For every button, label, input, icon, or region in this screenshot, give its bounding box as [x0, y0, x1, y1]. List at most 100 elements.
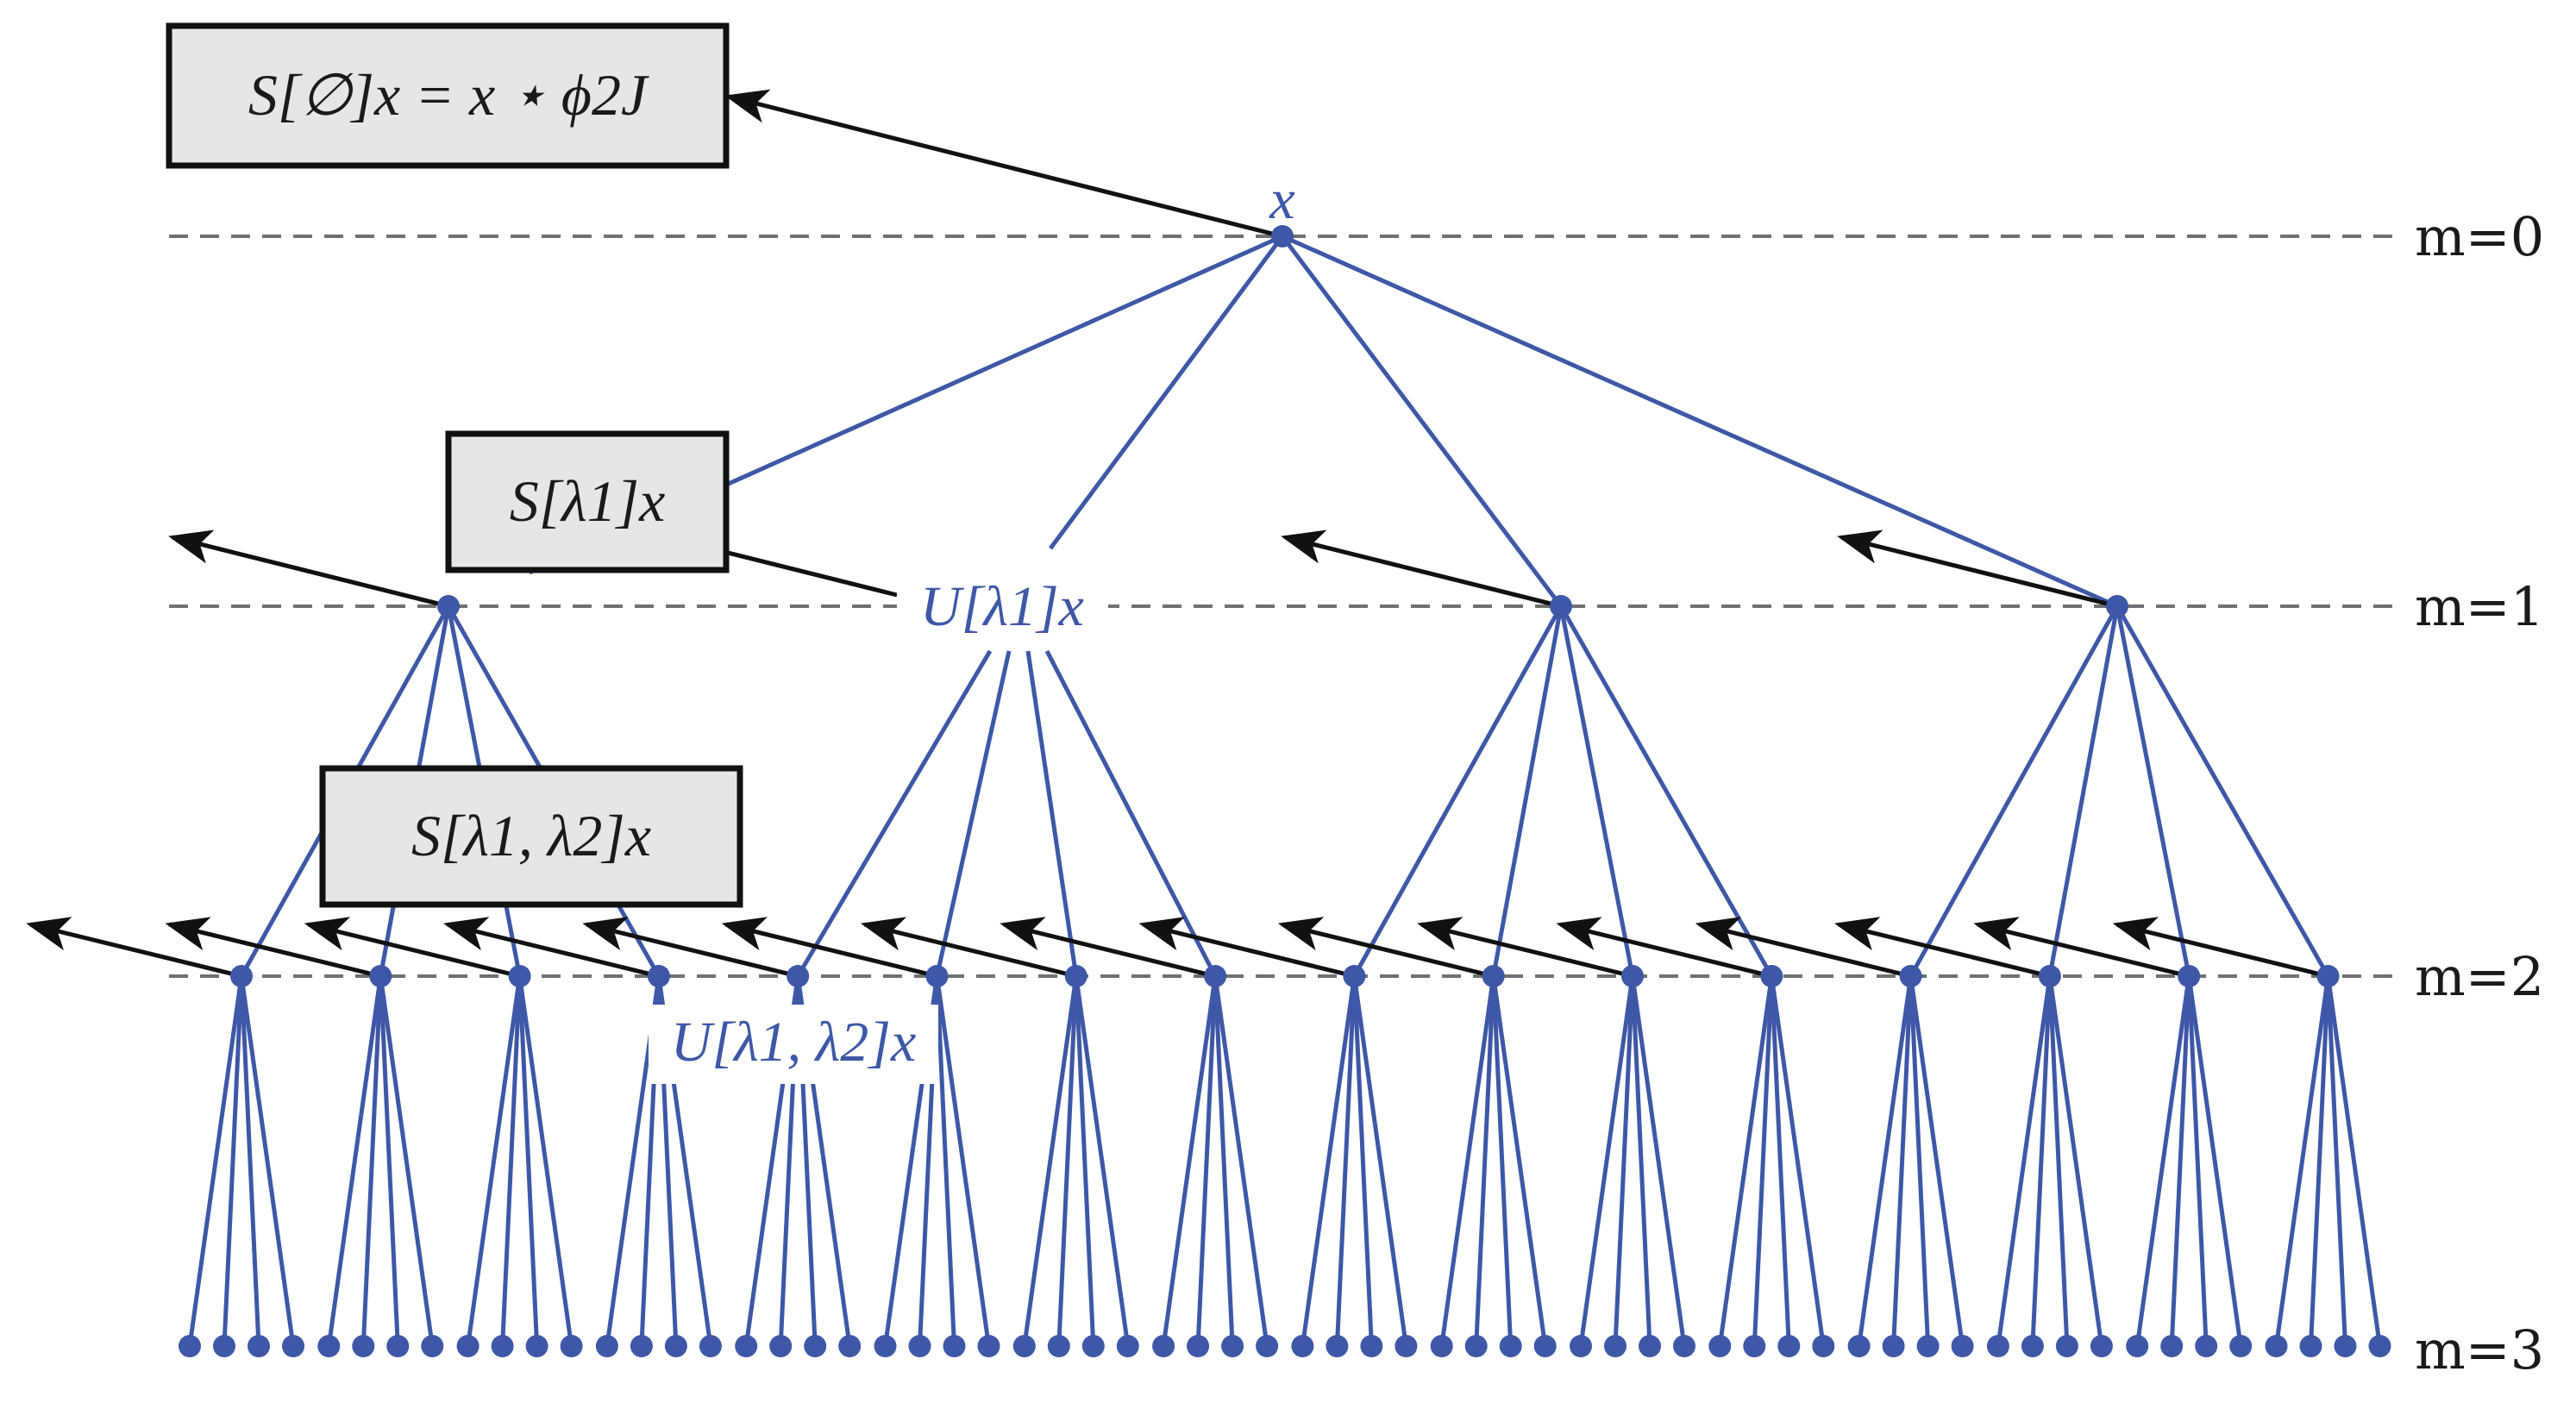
- edge-l2-l3-9-2: [1491, 975, 1514, 1347]
- node-l3-8: [456, 1335, 479, 1357]
- edge-l2-l3-7-3: [1213, 975, 1269, 1347]
- node-l3-31: [1256, 1335, 1279, 1357]
- node-l3-20: [874, 1335, 897, 1357]
- label-u1: U[λ1]x: [920, 575, 1084, 638]
- node-l3-55: [2090, 1335, 2113, 1357]
- edge-l2-l3-0-0: [187, 975, 244, 1347]
- level-labels: m=0 m=1 m=2 m=3: [2415, 205, 2544, 1381]
- edge-l2-l3-2-2: [517, 975, 540, 1347]
- edge-l1-l2-2-1: [1491, 605, 1564, 977]
- edge-l2-l3-13-2: [2047, 975, 2070, 1347]
- node-l3-7: [421, 1335, 444, 1357]
- arrow-l2-13: [1834, 917, 2051, 979]
- edge-l2-l3-9-0: [1439, 975, 1496, 1347]
- edge-l2-l3-1-3: [378, 975, 435, 1347]
- edge-l1-l2-2-2: [1558, 605, 1635, 977]
- node-l3-37: [1464, 1335, 1488, 1357]
- node-l3-5: [352, 1335, 375, 1357]
- node-l2-1: [369, 965, 392, 987]
- edge-l2-l3-0-2: [239, 975, 261, 1347]
- node-l2-4: [787, 965, 810, 987]
- edge-l2-l3-6-1: [1056, 975, 1079, 1347]
- node-l3-0: [179, 1335, 201, 1357]
- edge-l2-l3-12-3: [1908, 975, 1965, 1347]
- node-l3-4: [317, 1335, 341, 1357]
- edge-l1-l2-3-0: [1908, 604, 2120, 978]
- node-l3-61: [2299, 1335, 2322, 1357]
- node-l3-40: [1570, 1335, 1592, 1357]
- edge-l2-l3-13-1: [2030, 975, 2053, 1347]
- edge-l1-l2-1-0: [796, 649, 993, 978]
- node-l2-2: [508, 965, 531, 987]
- edge-l2-l3-8-2: [1351, 975, 1374, 1347]
- node-l3-57: [2160, 1335, 2184, 1357]
- edge-l2-l3-0-3: [239, 975, 296, 1347]
- node-l3-24: [1012, 1335, 1036, 1357]
- node-l3-10: [525, 1335, 548, 1357]
- edge-l2-l3-2-3: [517, 975, 574, 1347]
- edge-l2-l3-13-0: [1996, 975, 2053, 1347]
- tree-edges: [187, 234, 2382, 1347]
- edge-l1-l2-1-1: [935, 650, 1012, 977]
- node-l3-43: [1673, 1335, 1695, 1357]
- edge-l2-l3-2-1: [500, 975, 523, 1347]
- edge-l2-l3-12-1: [1891, 975, 1914, 1347]
- node-l3-33: [1326, 1335, 1349, 1357]
- edge-l2-l3-14-1: [2169, 975, 2191, 1347]
- node-l3-25: [1047, 1335, 1070, 1357]
- edge-l2-l3-12-2: [1908, 975, 1931, 1347]
- node-l3-42: [1639, 1335, 1661, 1357]
- level-label-m0: m=0: [2415, 205, 2544, 268]
- node-l2-15: [2316, 965, 2340, 987]
- node-l3-52: [1986, 1335, 2009, 1357]
- arrow-l2-2: [304, 917, 521, 979]
- node-l3-28: [1152, 1335, 1175, 1357]
- edge-l2-l3-15-2: [2326, 975, 2347, 1347]
- node-l3-50: [1916, 1335, 1940, 1357]
- edge-l1-l2-3-2: [2115, 605, 2191, 977]
- tree-nodes: [179, 225, 2391, 1357]
- edge-l2-l3-5-2: [935, 975, 956, 1347]
- root-label-group: x: [1269, 168, 1294, 231]
- edge-l2-l3-15-0: [2274, 975, 2330, 1347]
- node-l3-51: [1951, 1335, 1974, 1357]
- edge-root-l1-3: [1281, 234, 2119, 609]
- label-u2: U[λ1, λ2]x: [671, 1011, 917, 1074]
- edge-l2-l3-7-0: [1161, 975, 1218, 1347]
- box-s2: S[λ1, λ2]x: [319, 765, 743, 908]
- edge-l2-l3-10-0: [1578, 975, 1635, 1347]
- node-l2-9: [1482, 965, 1505, 987]
- node-l3-44: [1708, 1335, 1732, 1357]
- node-l3-34: [1360, 1335, 1383, 1357]
- node-l2-3: [647, 965, 670, 987]
- node-l3-29: [1187, 1335, 1210, 1357]
- arrow-l2-4: [582, 917, 799, 979]
- edge-l2-l3-11-0: [1717, 975, 1774, 1347]
- node-l3-23: [977, 1335, 1000, 1357]
- node-l3-54: [2055, 1335, 2078, 1357]
- arrow-l2-5: [721, 917, 938, 979]
- label-u1-group: U[λ1]x: [897, 569, 1108, 647]
- edge-root-l1-2: [1281, 235, 1563, 608]
- node-l3-38: [1499, 1335, 1522, 1357]
- edge-l2-l3-6-0: [1022, 975, 1079, 1347]
- arrow-l2-8: [1138, 917, 1355, 979]
- node-l1-0: [437, 595, 460, 617]
- node-l3-2: [248, 1335, 270, 1357]
- arrow-l2-9: [1277, 917, 1495, 979]
- label-u2-group: U[λ1, λ2]x: [649, 1005, 938, 1084]
- edge-l2-l3-10-3: [1630, 975, 1687, 1347]
- edge-l2-l3-14-0: [2134, 975, 2191, 1347]
- node-l3-56: [2126, 1335, 2149, 1357]
- edge-l2-l3-7-2: [1213, 975, 1235, 1347]
- node-l2-11: [1760, 965, 1783, 987]
- node-l3-27: [1116, 1335, 1139, 1357]
- node-l3-30: [1221, 1335, 1244, 1357]
- edge-l2-l3-0-1: [222, 975, 244, 1347]
- node-l2-12: [1899, 965, 1922, 987]
- node-l3-46: [1777, 1335, 1801, 1357]
- node-l3-39: [1533, 1335, 1557, 1357]
- node-l3-35: [1395, 1335, 1418, 1357]
- edge-l2-l3-12-0: [1857, 975, 1914, 1347]
